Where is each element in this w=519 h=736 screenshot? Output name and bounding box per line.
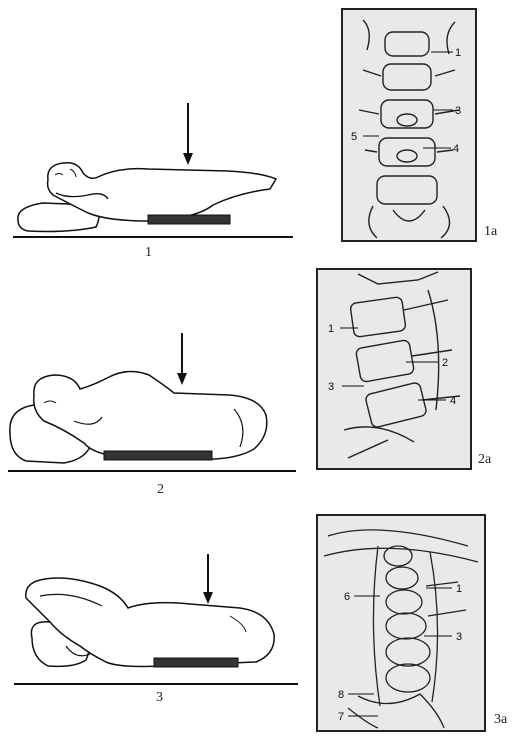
callout-2a-2: 2: [442, 357, 448, 369]
position-2-figure: [4, 325, 300, 475]
callout-2a-3: 3: [328, 381, 334, 393]
callout-2a-1: 1: [328, 323, 334, 335]
callout-3a-8: 8: [338, 689, 344, 701]
xray-2a-label: 2a: [478, 452, 491, 468]
position-2-label: 2: [157, 482, 164, 498]
callout-1a-5: 5: [351, 131, 357, 143]
position-3-figure: [10, 550, 302, 690]
xray-2a-panel: 1 2 3 4: [316, 268, 472, 470]
xray-3a-panel: 1 6 3 8 7: [316, 514, 486, 732]
xray-3a-label: 3a: [494, 712, 507, 728]
position-3-label: 3: [156, 690, 163, 706]
position-1-label: 1: [145, 245, 152, 261]
callout-3a-1: 1: [456, 583, 462, 595]
callout-1a-3: 3: [455, 105, 461, 117]
xray-1a-label: 1a: [484, 224, 497, 240]
callout-2a-4: 4: [450, 395, 456, 407]
callout-3a-3: 3: [456, 631, 462, 643]
callout-1a-4: 4: [453, 143, 459, 155]
position-1-figure: [8, 95, 298, 250]
callout-3a-7: 7: [338, 711, 344, 723]
callout-1a-1: 1: [455, 47, 461, 59]
callout-3a-6: 6: [344, 591, 350, 603]
xray-1a-panel: 1 3 5 4: [341, 8, 477, 242]
